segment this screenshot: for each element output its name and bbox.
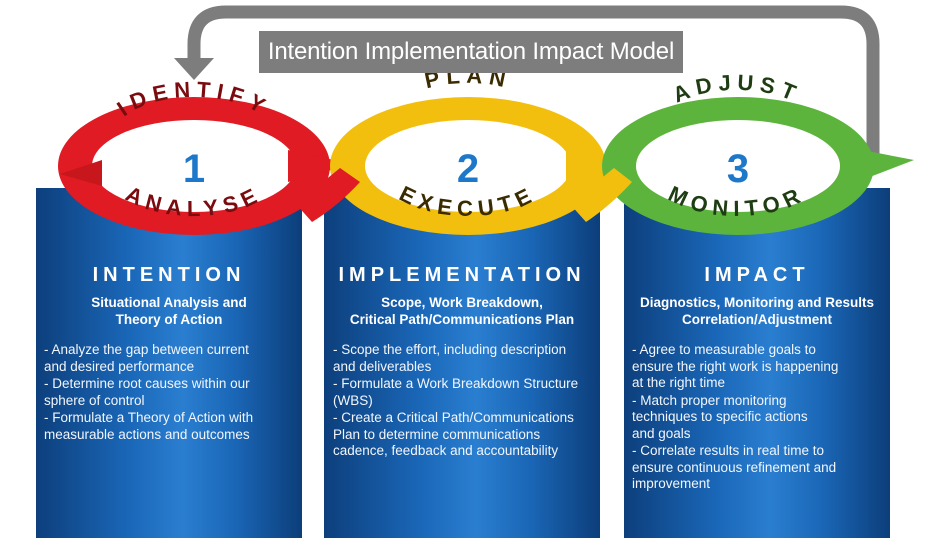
column-heading: IMPACT	[704, 264, 810, 286]
column-bullets: - Scope the effort, including descriptio…	[333, 342, 600, 461]
bullet-item: - Scope the effort, including descriptio…	[333, 342, 567, 374]
column-heading: INTENTION	[92, 264, 246, 286]
column-subtitle: Situational Analysis and Theory of Actio…	[91, 295, 247, 327]
column-heading: IMPLEMENTATION	[338, 264, 586, 286]
ring-arrow-icon	[862, 150, 914, 180]
intention-column: INTENTION Situational Analysis and Theor…	[36, 188, 302, 538]
bullet-item: - Analyze the gap between current and de…	[44, 342, 249, 374]
bullet-item: - Formulate a Work Breakdown Structure (…	[333, 376, 579, 408]
column-bullets: - Agree to measurable goals to ensure th…	[632, 342, 890, 494]
ring-arrow-icon	[566, 150, 630, 182]
bullet-item: - Agree to measurable goals to ensure th…	[632, 342, 839, 390]
bullet-item: - Create a Critical Path/Communications …	[333, 410, 574, 458]
cycle-number: 3	[727, 147, 749, 191]
ring-inner	[92, 120, 296, 212]
ring-overlap	[570, 168, 632, 222]
ring-arrow-icon	[288, 150, 352, 182]
bullet-item: - Match proper monitoring techniques to …	[632, 392, 808, 441]
bullet-item: - Correlate results in real time to ensu…	[632, 443, 837, 491]
diagram-title: Intention Implementation Impact Model	[259, 31, 683, 73]
ring-overlap	[296, 168, 360, 222]
feedback-arrowhead-icon	[174, 58, 214, 80]
implementation-column: IMPLEMENTATION Scope, Work Breakdown, Cr…	[324, 188, 600, 538]
column-bullets: - Analyze the gap between current and de…	[44, 342, 302, 444]
impact-column: IMPACT Diagnostics, Monitoring and Resul…	[624, 188, 890, 538]
bullet-item: - Formulate a Theory of Action with meas…	[44, 410, 254, 442]
ring-inner	[365, 120, 571, 212]
ring-inner	[636, 120, 840, 212]
feedback-loop-arrow	[187, 5, 880, 160]
cycle-number: 2	[457, 147, 479, 191]
bullet-item: - Determine root causes within our spher…	[44, 376, 250, 408]
cycle-number: 1	[183, 147, 205, 191]
column-subtitle: Scope, Work Breakdown, Critical Path/Com…	[349, 295, 575, 327]
ring-arrow-icon	[60, 160, 102, 186]
column-subtitle: Diagnostics, Monitoring and Results Corr…	[639, 295, 874, 327]
